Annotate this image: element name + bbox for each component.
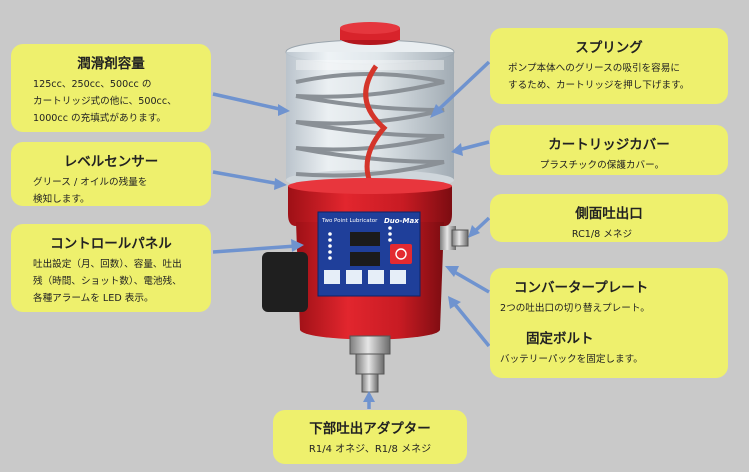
callout-control-panel-desc: 吐出設定（月、回数）、容量、吐出 残（時間、ショット数）、電池残、 各種アラーム…: [11, 252, 211, 307]
lower-outlet-adapter: [349, 335, 391, 393]
callout-level-sensor-desc: グリース / オイルの残量を 検知します。: [11, 170, 211, 208]
callout-spring-line: ポンプ本体へのグリースの吸引を容易に: [508, 63, 680, 74]
callout-capacity-desc: 125cc、250cc、500cc の カートリッジ式の他に、500cc、 10…: [11, 72, 211, 127]
callout-control-panel-title: コントロールパネル: [50, 236, 172, 252]
callout-arrows: [212, 60, 491, 409]
callout-control-panel-line: 残（時間、ショット数）、電池残、: [33, 276, 182, 287]
callout-control-panel-line: 吐出設定（月、回数）、容量、吐出: [33, 259, 182, 270]
panel-header-text: Two Point Lubricator: [321, 218, 378, 224]
arrow-converter-plate: [450, 268, 490, 294]
callout-spring-title: スプリング: [575, 40, 643, 56]
arrow-cartridge-cover: [457, 140, 490, 152]
power-button: [390, 244, 412, 264]
callout-lower-outlet-line: R1/4 オネジ、R1/8 メネジ: [308, 444, 432, 455]
control-panel: Two Point Lubricator Duo-Max: [317, 211, 421, 297]
callout-cartridge-cover-line: プラスチックの保護カバー。: [539, 160, 665, 171]
callout-capacity-line: 125cc、250cc、500cc の: [33, 79, 152, 90]
callout-side-outlet: 側面吐出口 RC1/8 メネジ: [490, 194, 728, 242]
callout-side-outlet-line: RC1/8 メネジ: [571, 229, 633, 240]
callout-fixing-bolt-title: 固定ボルト: [526, 331, 594, 347]
battery-pack: [262, 252, 308, 312]
callout-capacity-line: 1000cc の充填式があります。: [33, 113, 166, 124]
callout-side-outlet-desc: RC1/8 メネジ: [490, 222, 728, 243]
callout-control-panel: コントロールパネル 吐出設定（月、回数）、容量、吐出 残（時間、ショット数）、電…: [11, 224, 211, 312]
callout-spring-line: するため、カートリッジを押し下げます。: [508, 80, 690, 91]
callout-level-sensor: レベルセンサー グリース / オイルの残量を 検知します。: [11, 142, 211, 206]
arrow-spring: [434, 60, 491, 114]
callout-capacity-title: 潤滑剤容量: [77, 56, 145, 72]
callout-converter-plate-title: コンバータープレート: [514, 280, 649, 296]
arrow-capacity: [212, 92, 285, 112]
callout-converter-plate-desc: 2つの吐出口の切り替えプレート。: [490, 296, 728, 317]
callout-level-sensor-title: レベルセンサー: [63, 154, 159, 170]
callout-lower-outlet-title: 下部吐出アダプター: [309, 421, 431, 437]
callout-spring: スプリング ポンプ本体へのグリースの吸引を容易に するため、カートリッジを押し下…: [490, 28, 728, 104]
callout-capacity-line: カートリッジ式の他に、500cc、: [33, 96, 177, 107]
red-cap: [340, 22, 400, 45]
arrow-fixing-bolt: [451, 300, 491, 348]
side-outlet-fitting: [440, 226, 469, 250]
callout-cartridge-cover: カートリッジカバー プラスチックの保護カバー。: [490, 125, 728, 175]
callout-side-outlet-title: 側面吐出口: [575, 206, 643, 222]
callout-converter-plate-and-bolt: コンバータープレート 2つの吐出口の切り替えプレート。 固定ボルト バッテリーパ…: [490, 268, 728, 378]
arrow-control-panel: [212, 244, 297, 254]
callout-cartridge-cover-title: カートリッジカバー: [548, 137, 670, 153]
callout-lower-outlet: 下部吐出アダプター R1/4 オネジ、R1/8 メネジ: [273, 410, 467, 464]
callout-level-sensor-line: グリース / オイルの残量を: [33, 177, 148, 188]
callout-control-panel-line: 各種アラームを LED 表示。: [33, 293, 154, 304]
spring: [295, 72, 445, 178]
grease-tube: [363, 64, 388, 183]
panel-brand-text: Duo-Max: [384, 217, 419, 225]
callout-lower-outlet-desc: R1/4 オネジ、R1/8 メネジ: [273, 437, 467, 458]
callout-level-sensor-line: 検知します。: [33, 194, 90, 205]
callout-converter-plate-line: 2つの吐出口の切り替えプレート。: [500, 303, 650, 314]
callout-capacity: 潤滑剤容量 125cc、250cc、500cc の カートリッジ式の他に、500…: [11, 44, 211, 132]
callout-fixing-bolt-line: バッテリーパックを固定します。: [500, 354, 643, 365]
callout-fixing-bolt-desc: バッテリーパックを固定します。: [490, 347, 728, 368]
callout-spring-desc: ポンプ本体へのグリースの吸引を容易に するため、カートリッジを押し下げます。: [490, 56, 728, 94]
arrow-level-sensor: [212, 170, 281, 186]
callout-cartridge-cover-desc: プラスチックの保護カバー。: [490, 153, 728, 174]
